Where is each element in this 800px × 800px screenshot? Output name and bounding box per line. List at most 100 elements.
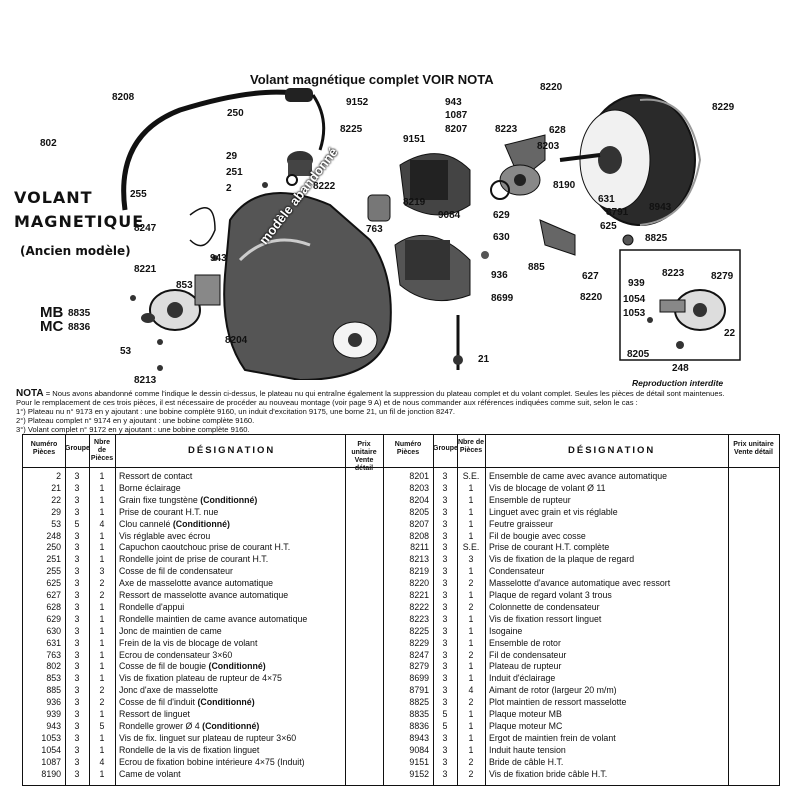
part-number: 8219	[409, 566, 429, 577]
quantity: 1	[99, 494, 105, 505]
group: 3	[442, 637, 448, 648]
designation: Ressort de masselotte avance automatique	[119, 590, 343, 600]
callout: 8220	[580, 292, 603, 303]
designation-text: Grain fixe tungstène	[119, 494, 198, 505]
nota-line: = Nous avons abandonné comme l'indique l…	[45, 389, 725, 398]
designation: Cosse de fil d'induit (Conditionné)	[119, 697, 343, 707]
part-number: 22	[51, 494, 61, 505]
col-header-prix: Prix unitaire Vente détail	[733, 441, 774, 456]
callout: 943	[445, 97, 462, 108]
designation: Ressort de contact	[119, 471, 343, 481]
callout: 8208	[112, 92, 135, 103]
quantity: 2	[468, 649, 474, 660]
designation: Ressort de linguet	[119, 709, 343, 719]
parts-table: Numéro Pièces Groupe Nbre de Pièces DÉSI…	[22, 434, 780, 786]
part-number: 630	[46, 625, 61, 636]
quantity: 1	[99, 471, 105, 481]
part-number: 8220	[409, 578, 429, 589]
callout: 8223	[662, 268, 685, 279]
quantity: 1	[468, 590, 474, 600]
group: 3	[442, 578, 448, 589]
designation: Rondelle d'appui	[119, 602, 343, 612]
part-number: 8247	[409, 649, 429, 660]
group: 3	[74, 649, 80, 660]
callout: 936	[491, 270, 508, 281]
part-number: 943	[46, 720, 61, 731]
quantity: 1	[468, 482, 474, 493]
group: 5	[74, 518, 80, 529]
designation-text: Cosse de fil de condensateur	[119, 566, 233, 577]
designation-text: Frein de la vis de blocage de volant	[119, 637, 258, 648]
designation: Vis de blocage de volant Ø 11	[489, 483, 726, 493]
designation: Plaque moteur MB	[489, 709, 726, 719]
part-number: 8223	[409, 613, 429, 624]
callout: 8190	[553, 180, 576, 191]
callout: 1087	[445, 110, 468, 121]
designation-text: Ensemble de rotor	[489, 637, 561, 648]
designation-text: Feutre graisseur	[489, 518, 554, 529]
quantity: 2	[99, 697, 105, 708]
callout: 9084	[438, 210, 461, 221]
col-header-designation: DÉSIGNATION	[188, 445, 276, 456]
part-number: 251	[46, 554, 61, 565]
callout: 22	[724, 328, 736, 339]
group: 3	[74, 720, 80, 731]
exploded-diagram	[121, 88, 741, 380]
part-number: 939	[46, 709, 61, 719]
part-number: 2	[56, 471, 61, 481]
quantity: 1	[468, 530, 474, 541]
quantity: 1	[468, 518, 474, 529]
callout: 885	[528, 262, 545, 273]
side-title-volant: VOLANT	[14, 188, 93, 207]
designation: Vis de fix. linguet sur plateau de rupte…	[119, 733, 343, 743]
part-number: 631	[46, 637, 61, 648]
group: 3	[74, 709, 80, 719]
designation: Plaque moteur MC	[489, 721, 726, 731]
quantity: 1	[468, 661, 474, 672]
quantity: 1	[99, 661, 105, 672]
group: 3	[74, 756, 80, 767]
part-number: 8222	[409, 601, 429, 612]
mb-label: MB	[40, 304, 64, 321]
quantity: 1	[99, 506, 105, 517]
designation-text: Bride de câble H.T.	[489, 756, 564, 767]
col-header-groupe: Groupe	[65, 445, 90, 452]
callout: 255	[130, 189, 147, 200]
part-number: 8229	[409, 637, 429, 648]
group: 3	[442, 506, 448, 517]
callout: 251	[226, 167, 243, 178]
quantity: 1	[468, 720, 474, 731]
part-number: 1054	[41, 744, 61, 755]
nota-block: NOTA = Nous avons abandonné comme l'indi…	[16, 389, 796, 435]
callout: 628	[549, 125, 566, 136]
reproduction-notice: Reproduction interdite	[632, 378, 724, 388]
callout: 8943	[649, 202, 672, 213]
designation: Cosse de fil de bougie (Conditionné)	[119, 661, 343, 671]
quantity: 2	[468, 697, 474, 708]
part-number: 8836	[409, 720, 429, 731]
callout: 9152	[346, 97, 369, 108]
quantity: 1	[468, 637, 474, 648]
group: 3	[74, 482, 80, 493]
designation: Fil de condensateur	[489, 650, 726, 660]
callout: 21	[478, 354, 490, 365]
part-number: 8225	[409, 625, 429, 636]
part-number: 8201	[409, 471, 429, 481]
designation: Ecrou de fixation bobine intérieure 4×75…	[119, 757, 343, 767]
designation-text: Jonc de maintien de came	[119, 625, 222, 636]
group: 3	[442, 661, 448, 672]
quantity: 4	[99, 756, 105, 767]
part-number: 9084	[409, 744, 429, 755]
nota-line: 1°) Plateau nu n° 9173 en y ajoutant : u…	[16, 407, 456, 416]
